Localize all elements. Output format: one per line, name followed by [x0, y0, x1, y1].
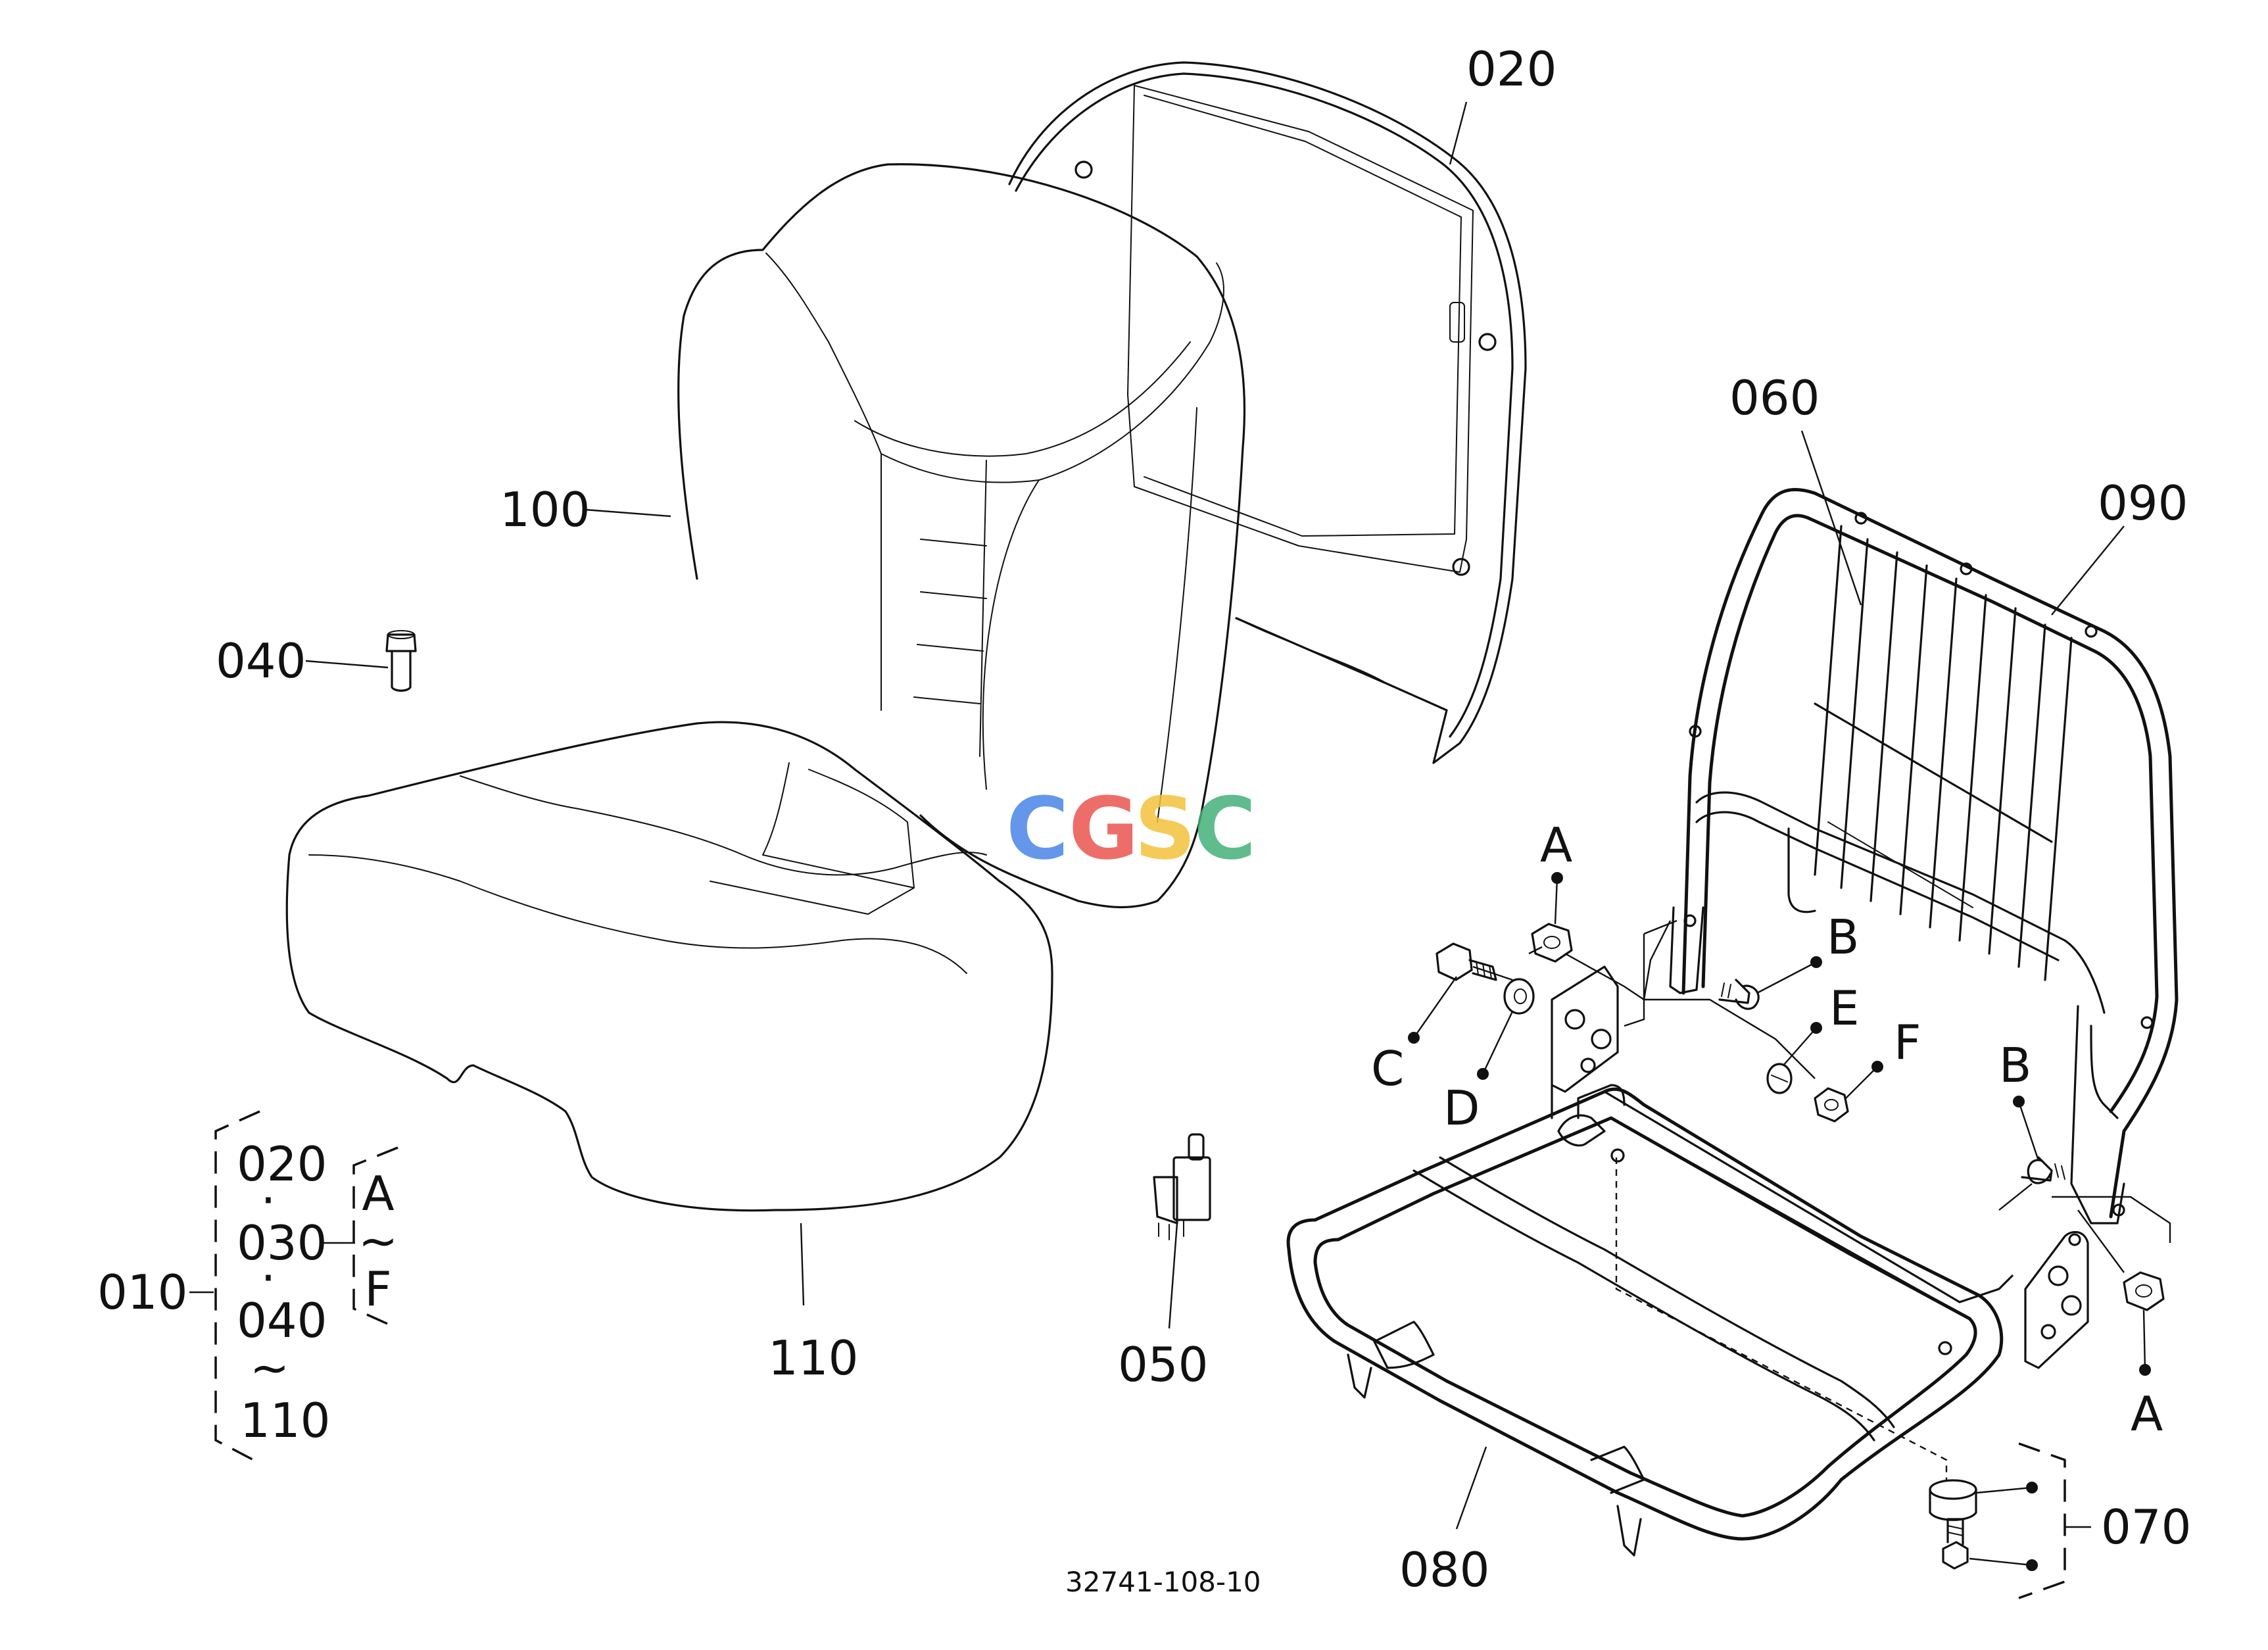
- watermark-letter-2: G: [1069, 779, 1139, 879]
- back-springs-060: [1814, 525, 2073, 981]
- label-E: E: [1829, 981, 1860, 1036]
- leader-110: [800, 1223, 805, 1306]
- nut-F: [1814, 1087, 1849, 1123]
- labels: 020 100 040 060 090 110 050 080 A B C D …: [216, 41, 2191, 1599]
- back-cover-020: [1008, 61, 1527, 764]
- mount-070: [1929, 1479, 1977, 1570]
- leader-020: [1449, 101, 1468, 165]
- seat-frame-080: [1286, 1084, 2014, 1557]
- washer-D: [1503, 978, 1535, 1015]
- label-C: C: [1371, 1041, 1404, 1096]
- assembly-group-010: 010 020 · 030 · 040 ~ 110 A ~ F: [97, 1110, 398, 1465]
- label-040: 040: [216, 633, 306, 689]
- leader-060: [1800, 430, 1862, 606]
- hw-range-start: A: [362, 1166, 394, 1221]
- group-item-3: 040: [237, 1293, 327, 1348]
- watermark-letter-1: C: [1006, 779, 1069, 879]
- label-D: D: [1443, 1080, 1480, 1136]
- leader-100: [585, 508, 671, 518]
- bolt-040: [385, 630, 417, 692]
- label-070: 070: [2101, 1499, 2191, 1555]
- label-060: 060: [1729, 370, 1820, 425]
- explode-lines: [1472, 919, 2171, 1273]
- back-cushion-100: [677, 163, 1246, 909]
- bracket-hardware: [352, 1146, 398, 1330]
- leader-090: [2051, 525, 2125, 616]
- bolt-C: [1436, 942, 1497, 981]
- label-080: 080: [1399, 1542, 1489, 1597]
- leader-050: [1168, 1223, 1178, 1329]
- label-A-top: A: [1540, 817, 1572, 873]
- watermark-letter-4: C: [1194, 779, 1256, 879]
- hw-range-sep: ~: [358, 1213, 398, 1269]
- watermark-letter-3: S: [1134, 779, 1196, 879]
- nut-A-top: [1531, 923, 1573, 963]
- leader-040: [305, 660, 389, 669]
- bracket-010: [214, 1110, 260, 1465]
- label-F: F: [1894, 1015, 1921, 1070]
- group-sep-2: ·: [261, 1250, 276, 1305]
- back-frame-090: [1669, 488, 2179, 1225]
- label-B-right: B: [1999, 1038, 2031, 1093]
- leader-080: [1455, 1446, 1487, 1530]
- bracket-left: [1551, 965, 1619, 1119]
- switch-050: [1153, 1133, 1211, 1240]
- bolt-B-right: [2021, 1156, 2065, 1184]
- group-item-4: 110: [240, 1393, 330, 1448]
- hw-range-end: F: [364, 1261, 391, 1317]
- watermark: C G S C: [1006, 779, 1256, 879]
- label-A-bottom: A: [2131, 1386, 2163, 1442]
- label-010: 010: [97, 1265, 187, 1320]
- bracket-right: [2024, 1230, 2089, 1369]
- drawing-number: 32741-108-10: [1065, 1566, 1261, 1598]
- seat-cushion-110: [285, 721, 1053, 1212]
- label-110: 110: [768, 1330, 858, 1386]
- group-item-2: 030: [237, 1215, 327, 1271]
- group-item-1: 020: [237, 1136, 327, 1192]
- group-sep-1: ·: [261, 1173, 276, 1228]
- label-B-left: B: [1827, 910, 1859, 965]
- bracket-070: [2018, 1442, 2066, 1599]
- bolt-B-left: [1718, 979, 1760, 1010]
- washer-E: [1766, 1063, 1793, 1094]
- nut-A-bottom: [2123, 1271, 2165, 1311]
- label-090: 090: [2098, 475, 2188, 531]
- label-050: 050: [1118, 1337, 1208, 1392]
- group-sep-3: ~: [250, 1340, 289, 1395]
- label-100: 100: [500, 482, 590, 537]
- label-020: 020: [1466, 41, 1556, 97]
